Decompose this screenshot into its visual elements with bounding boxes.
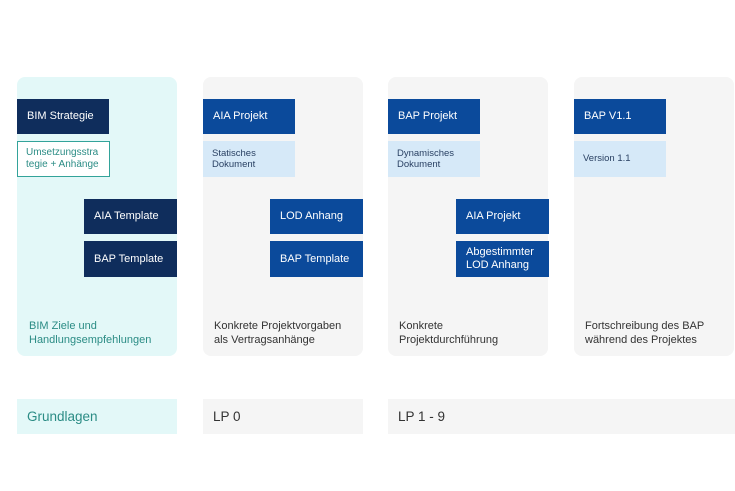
- caption-bim-ziele: BIM Ziele und Handlungsempfehlungen: [29, 320, 152, 346]
- version-1-1-box: Version 1.1: [574, 141, 666, 177]
- bap-v1-1-box: BAP V1.1: [574, 99, 666, 134]
- dynamisches-dokument-box: Dynamisches Dokument: [388, 141, 480, 177]
- lod-anhang-box: LOD Anhang: [270, 199, 363, 234]
- caption-projektvorgaben: Konkrete Projektvorgaben als Vertragsanh…: [214, 320, 342, 346]
- statisches-dokument-box: Statisches Dokument: [203, 141, 295, 177]
- aia-projekt-box-lp1-9: AIA Projekt: [456, 199, 549, 234]
- aia-template-box: AIA Template: [84, 199, 177, 234]
- caption-projektdurchfuehrung: Konkrete Projektdurchführung: [399, 320, 499, 346]
- bap-projekt-box: BAP Projekt: [388, 99, 480, 134]
- caption-fortschreibung: Fortschreibung des BAP während des Proje…: [585, 320, 705, 346]
- bim-strategie-box: BIM Strategie: [17, 99, 109, 134]
- bap-template-box: BAP Template: [84, 241, 177, 277]
- bap-template-box-lp0: BAP Template: [270, 241, 363, 277]
- phase-lp0: LP 0: [203, 399, 363, 434]
- phase-grundlagen: Grundlagen: [17, 399, 177, 434]
- umsetzungsstrategie-box: Umsetzungsstra tegie + Anhänge: [17, 141, 110, 177]
- phase-lp1-9: LP 1 - 9: [388, 399, 735, 434]
- aia-projekt-box: AIA Projekt: [203, 99, 295, 134]
- abgestimmter-lod-anhang-box: Abgestimmter LOD Anhang: [456, 241, 549, 277]
